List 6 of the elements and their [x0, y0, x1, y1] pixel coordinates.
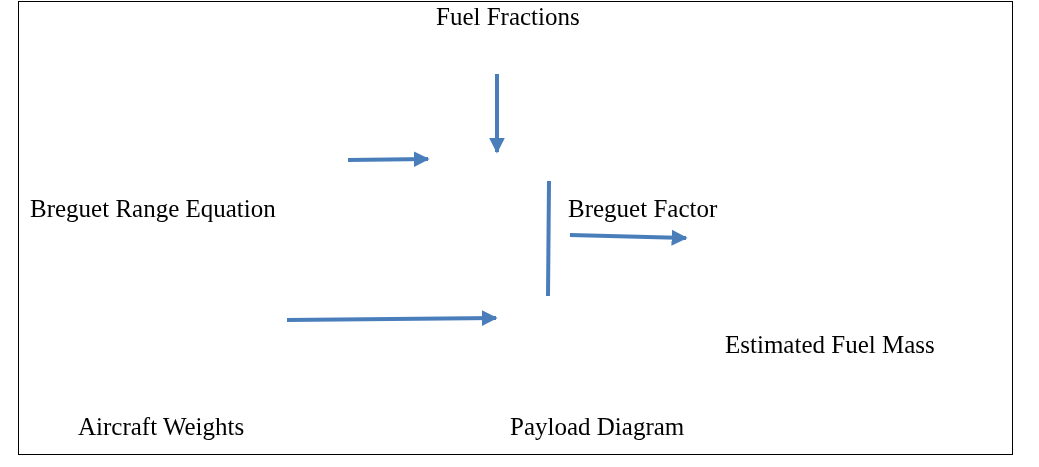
label: Payload Diagram: [510, 412, 685, 442]
label: Breguet Factor: [568, 194, 718, 224]
label: Aircraft Weights: [78, 412, 245, 442]
label: Breguet Range Equation: [30, 194, 276, 224]
label: Fuel Fractions: [436, 2, 580, 32]
label: Estimated Fuel Mass: [725, 330, 935, 360]
